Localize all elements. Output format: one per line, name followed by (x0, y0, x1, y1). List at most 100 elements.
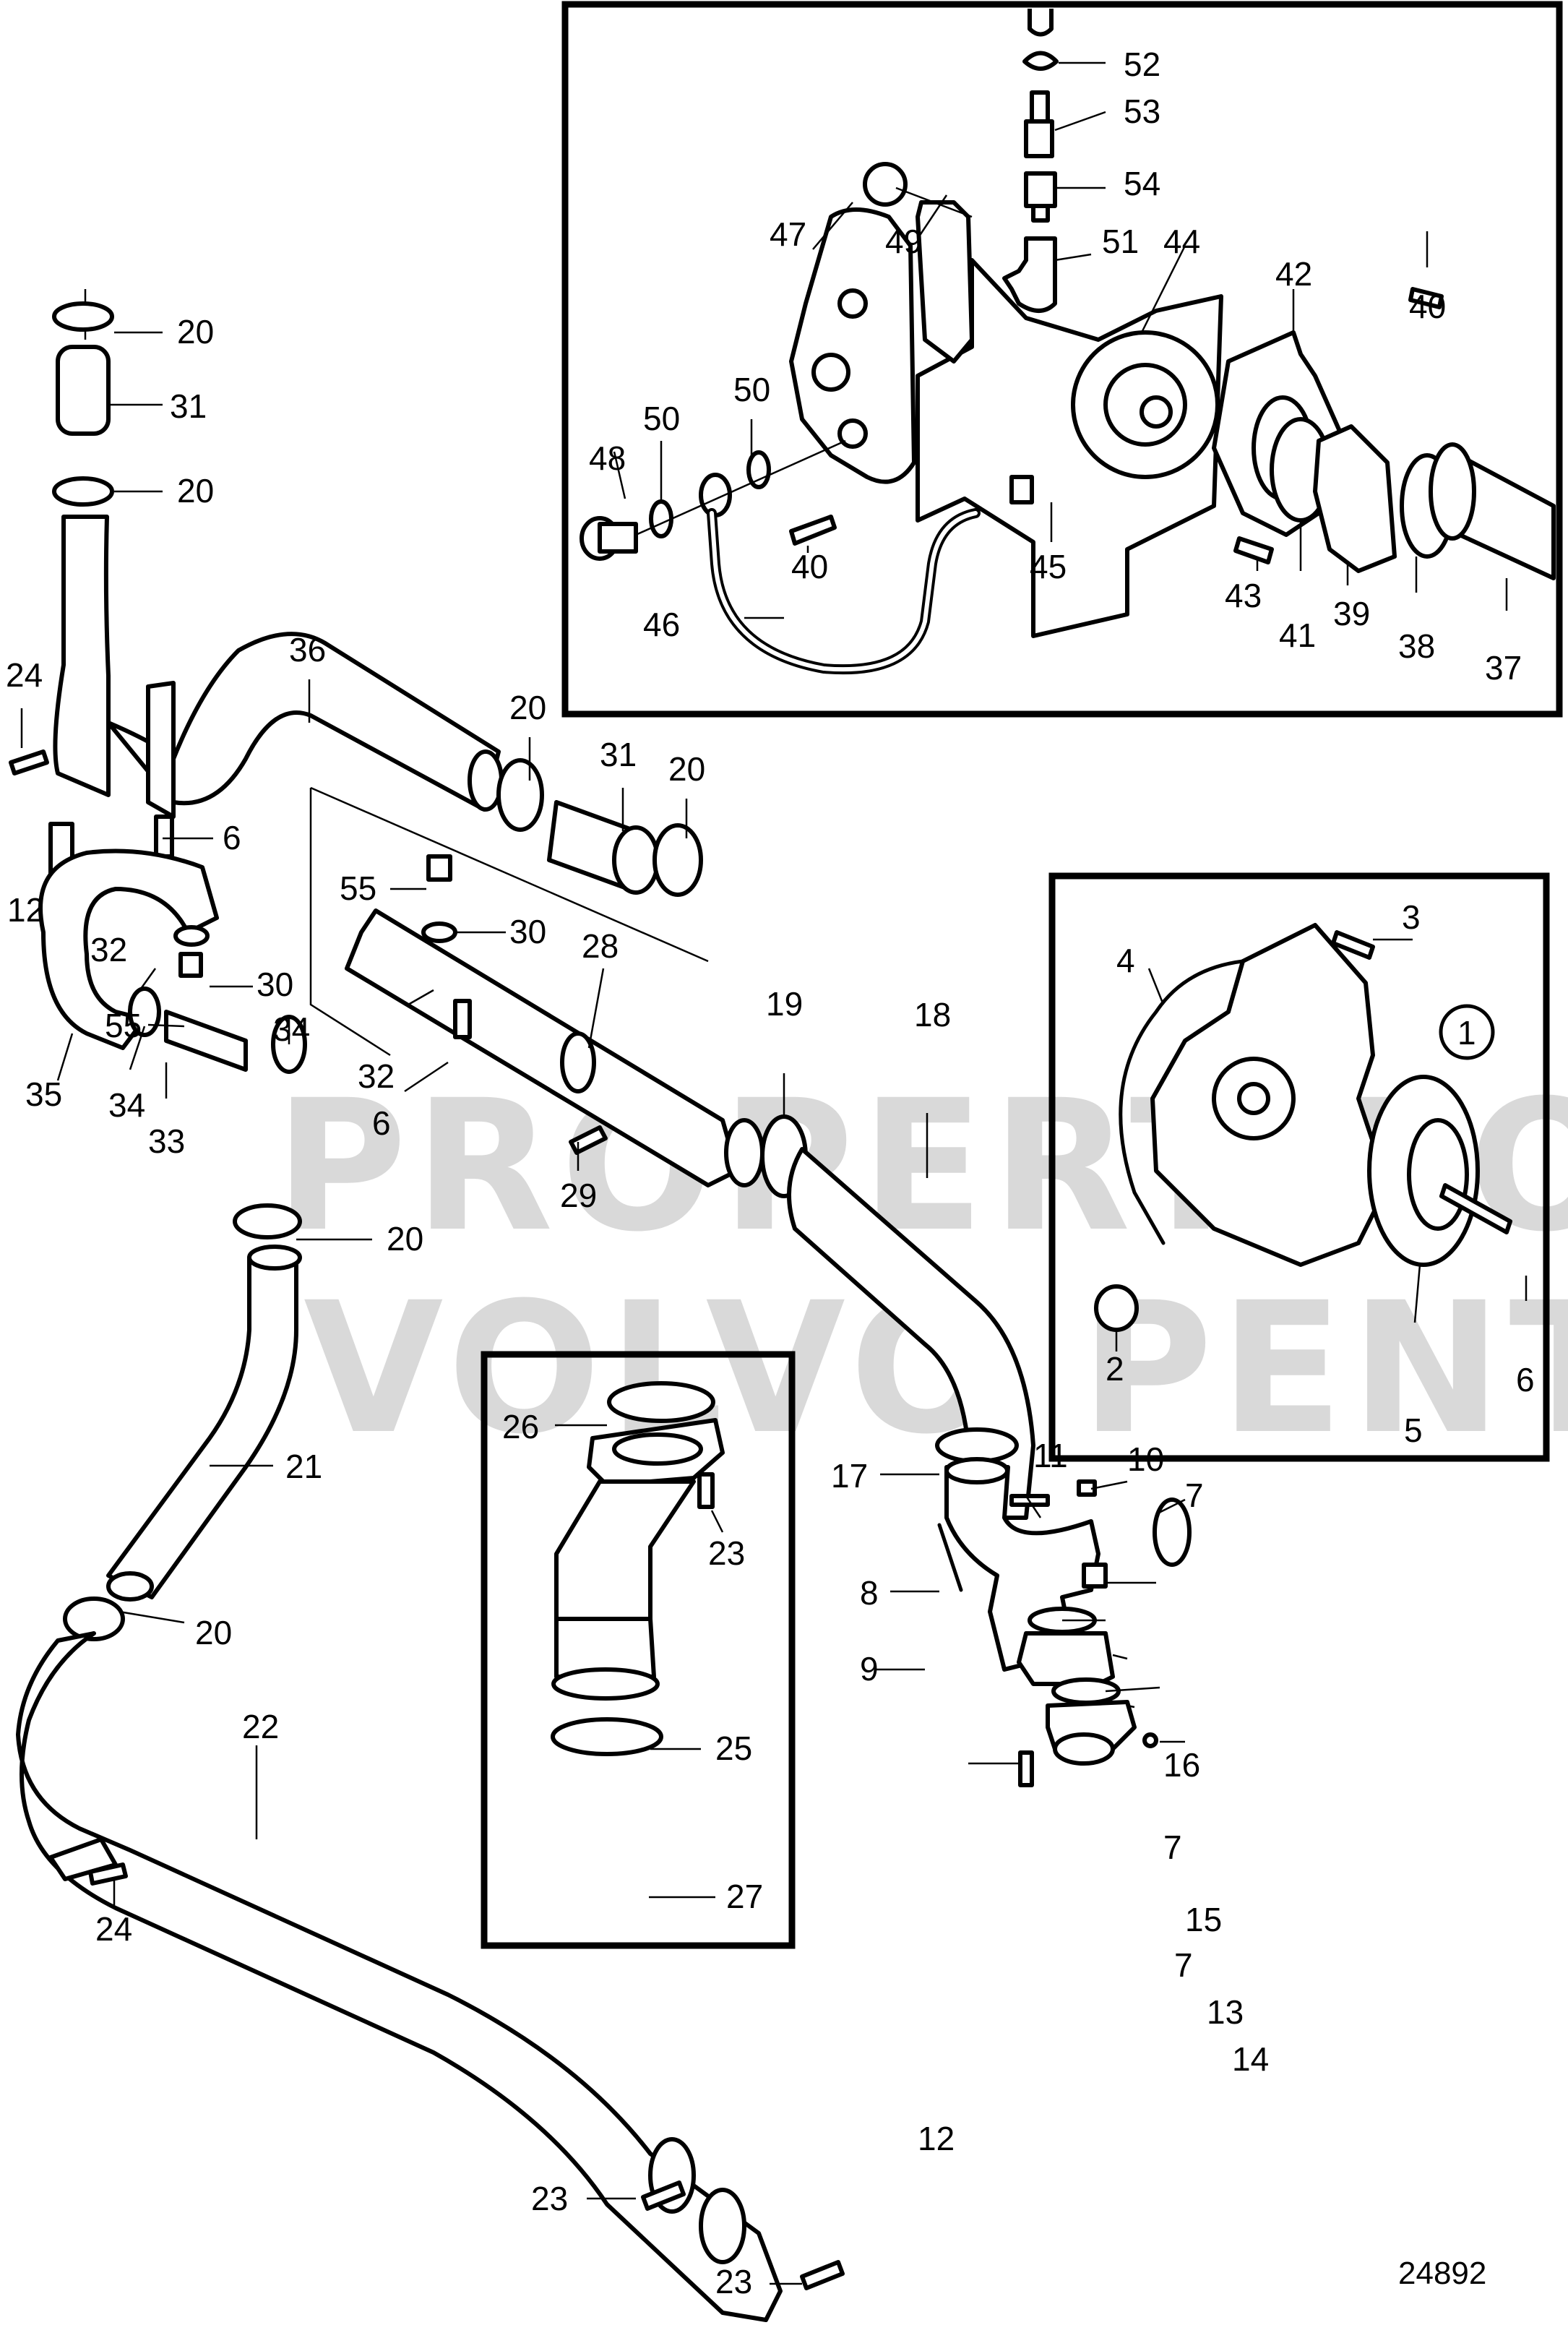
bolt-6-pump (1439, 1183, 1512, 1234)
plug-55-upper (426, 854, 452, 882)
o-ring-7-side (1153, 1497, 1192, 1567)
callout-48: 48 (589, 439, 626, 477)
seal-2 (1094, 1284, 1139, 1332)
callout-54: 54 (1124, 165, 1160, 202)
callout-19: 19 (766, 985, 803, 1023)
thermostat-lower-assembly (935, 1427, 1192, 1787)
elbow-51 (1002, 236, 1057, 313)
bolt-40-lower (789, 515, 837, 546)
adapter-54 (1024, 171, 1057, 208)
callout-24-a: 24 (6, 656, 43, 694)
hose-46-inner (710, 511, 978, 672)
clamp-20-a (496, 758, 544, 832)
callout-26: 26 (502, 1408, 539, 1445)
nipple-53-hex (1024, 119, 1054, 158)
callout-7-side: 7 (1185, 1477, 1204, 1514)
callout-20-c: 20 (509, 689, 546, 726)
callout-40-right: 40 (1409, 288, 1446, 325)
adapter-54-thread (1031, 204, 1050, 223)
bolt-23-b (800, 2260, 845, 2290)
hose-33 (164, 1010, 248, 1072)
cover-port (811, 353, 850, 392)
callout-55-a: 55 (340, 869, 376, 907)
callout-35: 35 (25, 1075, 62, 1113)
fitting-16 (1082, 1563, 1108, 1589)
callout-28: 28 (582, 927, 619, 965)
pipe-22 (16, 1631, 783, 2322)
hose-37-end (1429, 442, 1476, 541)
callout-47: 47 (770, 215, 806, 253)
callout-25: 25 (715, 1729, 752, 1767)
callout-32-a: 32 (90, 931, 127, 968)
bolt-9 (937, 1523, 963, 1592)
assembly-guide-line (309, 788, 391, 1057)
callout-labels: 52 53 54 51 47 49 44 42 40 50 50 48 45 4… (6, 46, 1535, 2300)
seal-27 (551, 1717, 663, 1756)
upper-hose-assembly (9, 289, 1035, 1520)
pipe-25 (554, 1479, 696, 1636)
hose-31-top (56, 345, 111, 436)
cover-hole-1 (837, 288, 868, 319)
fitting-45 (1009, 475, 1034, 504)
callout-20-d: 20 (668, 750, 705, 788)
callout-42: 42 (1275, 255, 1312, 293)
bolt-23-inset (697, 1472, 715, 1509)
sensor-12-lower (1018, 1750, 1034, 1787)
bolt-24-lower (88, 1862, 128, 1886)
housing-8-top (944, 1457, 1009, 1484)
thermostat-housing-assembly (580, 9, 1556, 675)
callout-51: 51 (1102, 223, 1139, 260)
clamp-20-top (52, 301, 114, 332)
clamp-20-mid (233, 1203, 302, 1239)
callout-23-a: 23 (531, 2180, 568, 2217)
callout-49: 49 (885, 223, 922, 260)
callout-9: 9 (860, 1650, 879, 1688)
callout-20-e: 20 (387, 1220, 423, 1258)
callout-55-b: 55 (105, 1007, 142, 1044)
callout-50-a: 50 (643, 400, 680, 437)
callout-44: 44 (1163, 223, 1200, 260)
callout-36: 36 (289, 631, 326, 669)
item-1-circle (1439, 1004, 1495, 1060)
bolt-43 (1233, 536, 1274, 564)
callout-38: 38 (1398, 627, 1435, 665)
callout-4: 4 (1116, 942, 1135, 979)
nipple-53 (1030, 90, 1050, 124)
callout-12-a: 12 (7, 891, 44, 929)
callout-16: 16 (1163, 1746, 1200, 1784)
hose-18 (787, 1147, 1035, 1520)
pipe-22-clip-b (699, 2188, 746, 2264)
callout-20-f: 20 (195, 1614, 232, 1651)
o-ring-26 (607, 1381, 715, 1423)
pipe-28-band (560, 1031, 596, 1093)
cover-13-outlet (1053, 1732, 1115, 1766)
bracket (146, 681, 176, 819)
callout-43: 43 (1225, 577, 1262, 614)
callout-32-b: 32 (358, 1057, 395, 1095)
assembly-guide-line-2 (310, 786, 709, 963)
pipe-25-groove (551, 1667, 660, 1701)
pipe-25-bore (612, 1432, 703, 1466)
callout-39: 39 (1333, 595, 1370, 632)
hose-21-top (247, 1245, 302, 1271)
callout-22: 22 (242, 1708, 279, 1745)
callout-3: 3 (1402, 898, 1421, 936)
callout-20-b: 20 (177, 472, 214, 510)
nut-14 (1142, 1732, 1158, 1748)
pump-hub-center (1237, 1082, 1270, 1115)
pipe-25-assembly (551, 1381, 725, 1756)
callout-30-b: 30 (257, 966, 293, 1003)
callout-7-lower: 7 (1174, 1946, 1193, 1984)
cover-47 (789, 207, 916, 484)
thermostat-housing-inset-frame (561, 1, 1563, 718)
washer-30-upper (421, 921, 457, 943)
callout-40-lower: 40 (791, 548, 828, 585)
callout-14: 14 (1232, 2040, 1269, 2078)
callout-18: 18 (914, 996, 951, 1033)
washer-30-left (173, 925, 210, 947)
callout-52: 52 (1124, 46, 1160, 83)
washer-50-a (649, 499, 673, 538)
water-pump-inset-frame (1048, 872, 1550, 1462)
lower-hose-assembly (16, 1203, 845, 2322)
